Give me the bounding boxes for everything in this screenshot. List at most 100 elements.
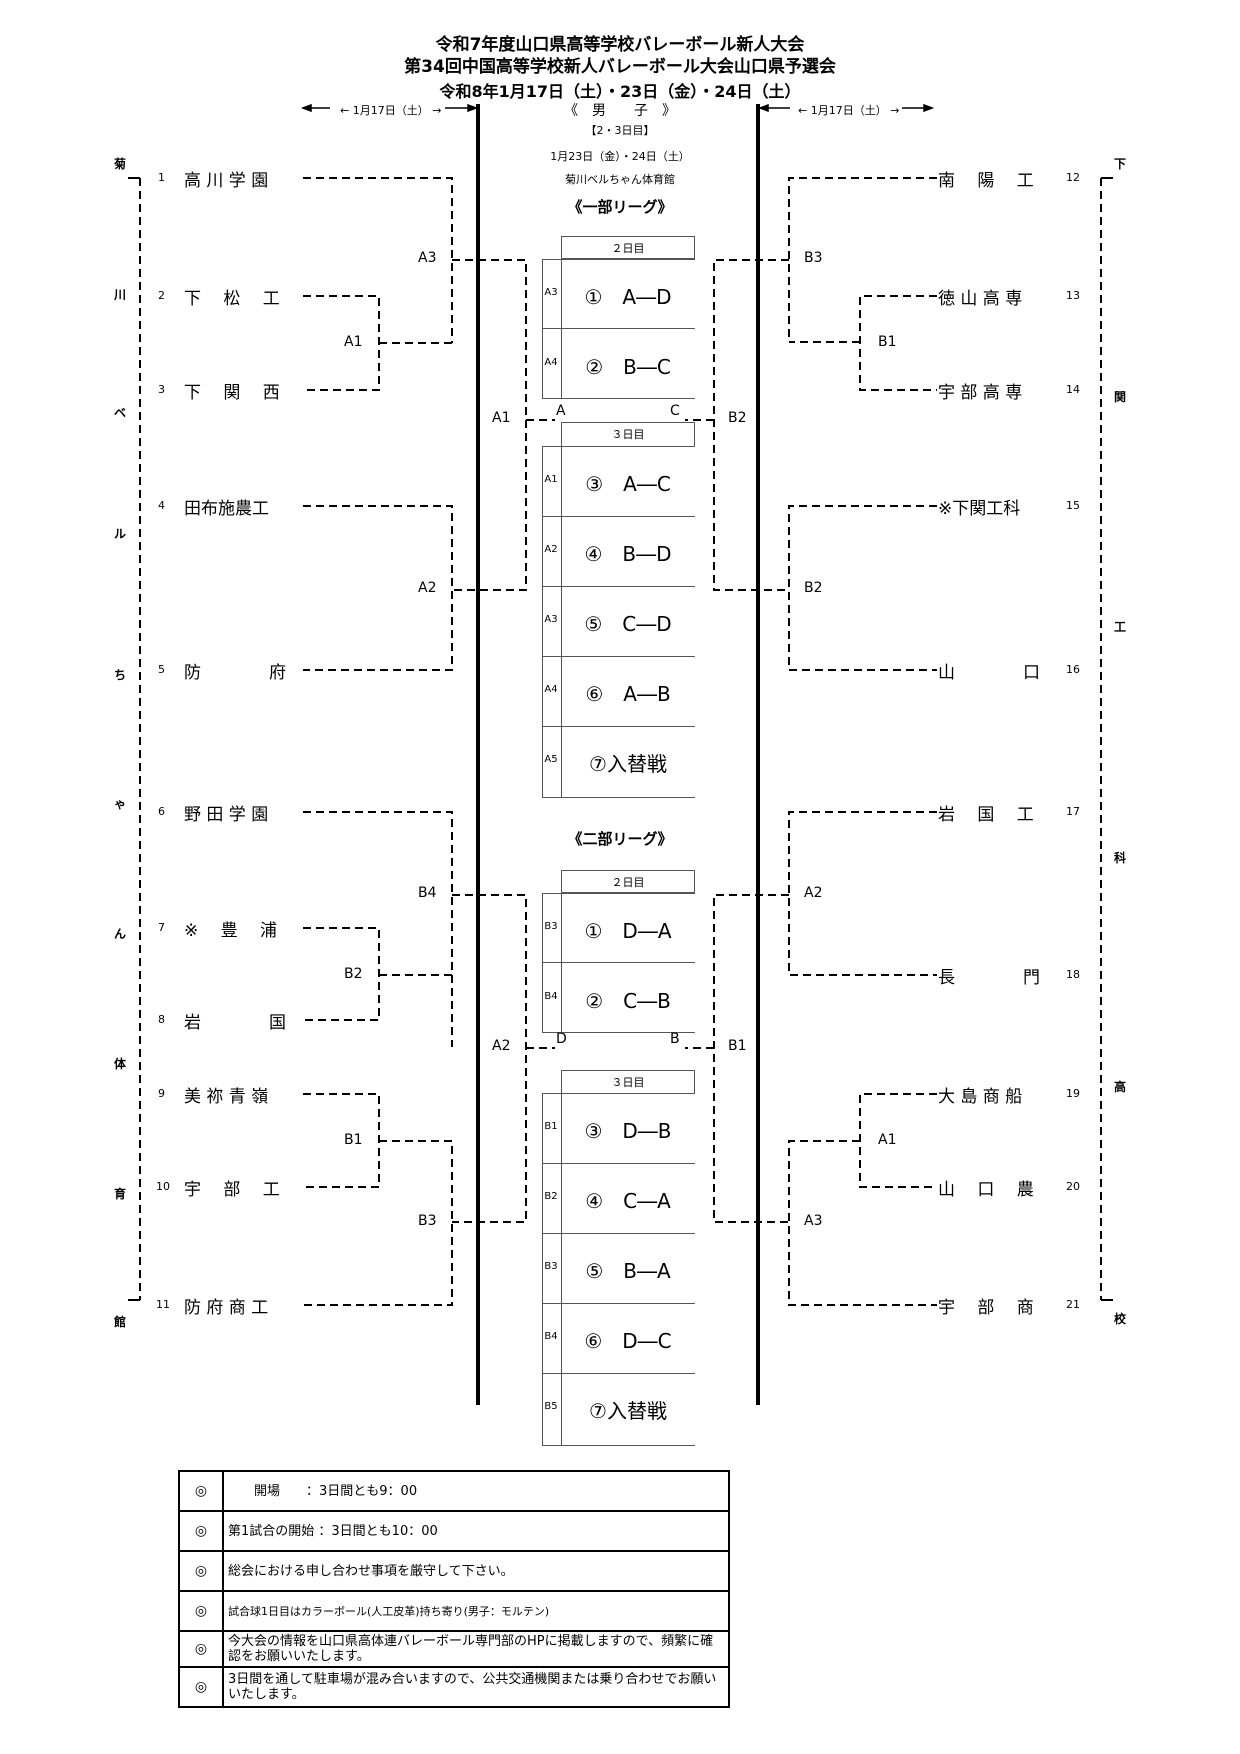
league1-title: 《一部リーグ》 <box>567 198 673 216</box>
note-row: ◎ 総会における申し合わせ事項を厳守して下さい。 <box>180 1552 728 1592</box>
match-slot: A1 <box>544 474 558 485</box>
match-pairing: ⑥ D―C <box>584 1329 672 1353</box>
match-label: A1 <box>878 1132 897 1148</box>
team-name: ※下関工科 <box>938 499 1021 519</box>
note-text: 第1試合の開始 ：3日間とも10：00 <box>228 1523 438 1539</box>
team-name: 大 島 商 船 <box>938 1087 1023 1107</box>
match-slot: A4 <box>544 357 558 368</box>
group-label-left: D <box>556 1031 567 1047</box>
team-number: 14 <box>1066 383 1080 396</box>
match-slot: B3 <box>544 1261 558 1272</box>
match-pairing: ⑦入替戦 <box>589 752 667 776</box>
double-circle-icon: ◎ <box>180 1632 224 1666</box>
team-number: 15 <box>1066 499 1080 512</box>
left-venue-char: ん <box>113 927 126 941</box>
note-text: 試合球1日目はカラーボール(人工皮革)持ち寄り(男子：モルテン) <box>228 1604 550 1618</box>
match-label: A3 <box>804 1213 823 1229</box>
team-number: 13 <box>1066 289 1080 302</box>
note-row: ◎ 第1試合の開始 ：3日間とも10：00 <box>180 1512 728 1552</box>
double-circle-icon: ◎ <box>180 1552 224 1590</box>
team-number: 17 <box>1066 805 1080 818</box>
match-slot: A3 <box>544 614 558 625</box>
team-name: 田布施農工 <box>184 499 269 519</box>
left-venue-char: 育 <box>113 1187 126 1201</box>
right-venue-char: 高 <box>1113 1080 1126 1094</box>
left-venue-char: ゃ <box>113 797 126 811</box>
league1-day2-header: ２日目 <box>611 242 645 255</box>
days-label: 【2・3日目】 <box>585 124 655 137</box>
team-name: 高 川 学 園 <box>184 171 269 191</box>
right-day1-label: ← 1月17日（土） → <box>798 104 900 117</box>
team-number: 6 <box>158 805 165 818</box>
match-label: A2 <box>418 580 437 596</box>
match-pairing: ③ A―C <box>585 472 671 496</box>
team-name: 徳 山 高 専 <box>938 289 1023 309</box>
league2-day2-header: ２日目 <box>611 876 645 889</box>
team-number: 9 <box>158 1087 165 1100</box>
venue-name: 菊川ベルちゃん体育館 <box>565 173 675 186</box>
title-line2: 第34回中国高等学校新人バレーボール大会山口県予選会 <box>404 57 836 77</box>
team-name: 岩 国 <box>184 1013 286 1033</box>
team-number: 18 <box>1066 968 1080 981</box>
team-name: 岩 国 工 <box>938 805 1034 825</box>
match-pairing: ① A―D <box>584 285 672 309</box>
match-slot: A5 <box>544 754 558 765</box>
left-venue-char: ル <box>113 527 126 541</box>
match-label: B4 <box>418 885 437 901</box>
league2-title: 《二部リーグ》 <box>567 830 673 848</box>
team-name: 山 口 農 <box>938 1180 1034 1200</box>
team-name: 防 府 <box>184 663 286 683</box>
group-label-left: A <box>556 403 566 419</box>
double-circle-icon: ◎ <box>180 1512 224 1550</box>
left-venue-char: ち <box>113 668 126 682</box>
team-name: 美 祢 青 嶺 <box>184 1087 269 1107</box>
team-name: 防 府 商 工 <box>184 1298 269 1318</box>
group-label-right: C <box>670 403 680 419</box>
team-number: 3 <box>158 383 165 396</box>
team-name: 宇 部 工 <box>184 1180 280 1200</box>
event-dates: 令和8年1月17日（土）・23日（金）・24日（土） <box>439 82 801 101</box>
note-text: 3日間を通して駐車場が混み合いますので、公共交通機関または乗り合わせでお願いいた… <box>228 1672 717 1702</box>
left-day1-label: ← 1月17日（土） → <box>340 104 442 117</box>
match-pairing: ② C―B <box>585 989 671 1013</box>
right-venue-char: 科 <box>1113 851 1126 865</box>
match-slot: B4 <box>544 1331 558 1342</box>
match-slot: B5 <box>544 1401 558 1412</box>
match-pairing: ④ C―A <box>585 1189 671 1213</box>
league2-day3-header: ３日目 <box>611 1076 645 1089</box>
match-label: A2 <box>492 1038 511 1054</box>
match-slot: A3 <box>544 287 558 298</box>
team-name: 長 門 <box>938 968 1040 988</box>
note-row: ◎ 3日間を通して駐車場が混み合いますので、公共交通機関または乗り合わせでお願い… <box>180 1668 728 1706</box>
match-label: B2 <box>728 410 747 426</box>
match-pairing: ② B―C <box>585 355 671 379</box>
division-label: 《 男 子 》 <box>564 103 676 119</box>
team-number: 20 <box>1066 1180 1080 1193</box>
match-label: A3 <box>418 250 437 266</box>
match-label: B1 <box>728 1038 747 1054</box>
team-name: 南 陽 工 <box>938 171 1034 191</box>
team-number: 19 <box>1066 1087 1080 1100</box>
match-pairing: ③ D―B <box>584 1119 672 1143</box>
match-slot: A4 <box>544 684 558 695</box>
right-venue-char: 下 <box>1113 157 1126 171</box>
left-venue-char: 館 <box>113 1315 126 1329</box>
match-label: B2 <box>804 580 823 596</box>
team-name: 下 関 西 <box>184 383 280 403</box>
match-label: B2 <box>344 966 363 982</box>
days-dates: 1月23日（金）・24日（土） <box>550 150 690 163</box>
match-pairing: ⑦入替戦 <box>589 1399 667 1423</box>
match-slot: A2 <box>544 544 558 555</box>
team-name: 宇 部 商 <box>938 1298 1034 1318</box>
match-slot: B2 <box>544 1191 558 1202</box>
match-pairing: ⑥ A―B <box>585 682 671 706</box>
team-number: 4 <box>158 499 165 512</box>
team-name: 宇 部 高 専 <box>938 383 1023 403</box>
note-row: ◎ 開場 ：3日間とも9：00 <box>180 1472 728 1512</box>
title-line1: 令和7年度山口県高等学校バレーボール新人大会 <box>435 35 805 55</box>
team-name: 野 田 学 園 <box>184 805 269 825</box>
team-number: 2 <box>158 289 165 302</box>
match-label: B3 <box>804 250 823 266</box>
left-venue-char: 体 <box>113 1057 126 1071</box>
